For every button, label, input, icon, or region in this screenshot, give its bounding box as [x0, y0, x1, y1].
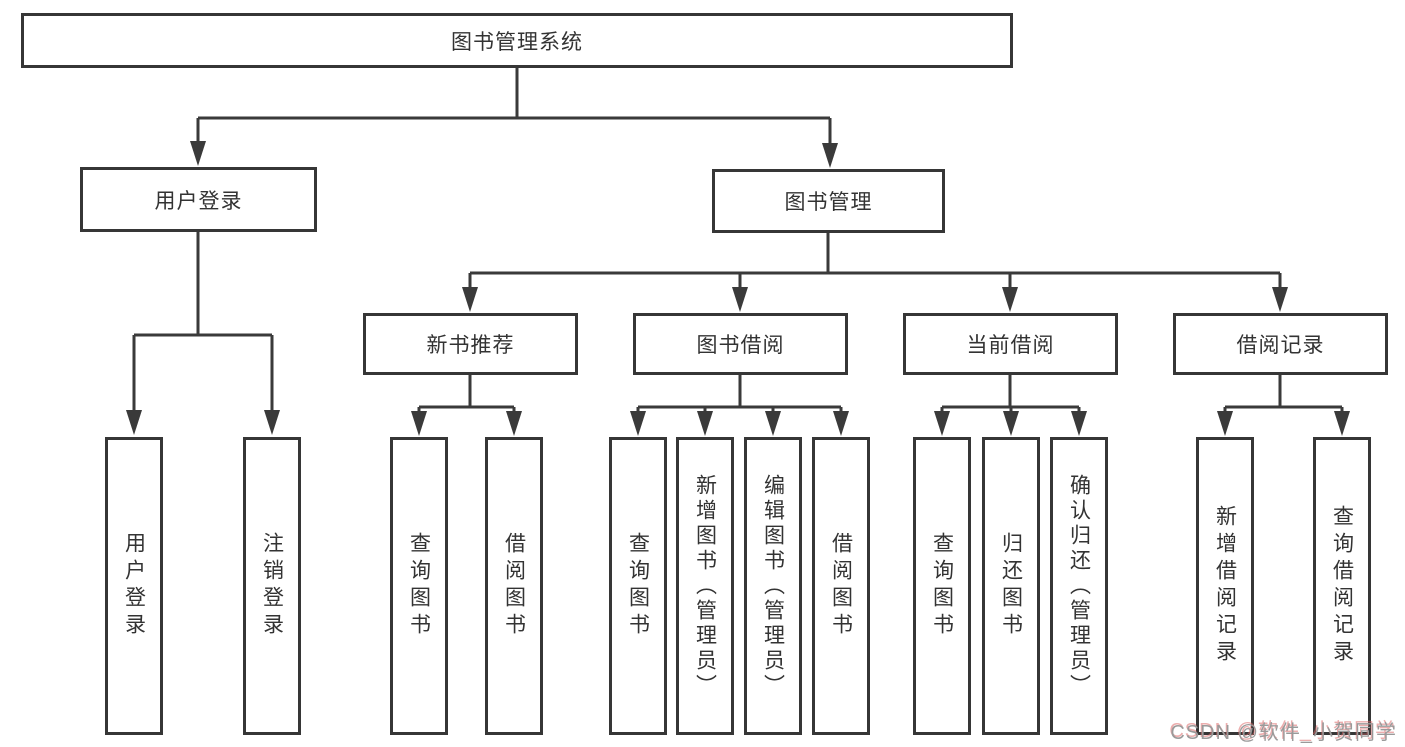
leaf-newbook-borrow: 借阅图书	[485, 437, 543, 735]
leaf-newbook-query: 查询图书	[390, 437, 448, 735]
leaf-user-login: 用户登录	[105, 437, 163, 735]
node-user-login: 用户登录	[80, 167, 317, 232]
leaf-borrow-book: 借阅图书	[812, 437, 870, 735]
node-borrow-record: 借阅记录	[1173, 313, 1388, 375]
node-book-borrow: 图书借阅	[633, 313, 848, 375]
csdn-watermark: CSDN @软件_小贺同学	[1170, 722, 1397, 744]
node-new-book-recommend: 新书推荐	[363, 313, 578, 375]
leaf-current-query: 查询图书	[913, 437, 971, 735]
node-root: 图书管理系统	[21, 13, 1013, 68]
leaf-current-return: 归还图书	[982, 437, 1040, 735]
leaf-borrow-query: 查询图书	[609, 437, 667, 735]
leaf-logout: 注销登录	[243, 437, 301, 735]
leaf-record-add: 新增借阅记录	[1196, 437, 1254, 735]
node-current-borrow: 当前借阅	[903, 313, 1118, 375]
leaf-current-confirm-admin: 确认归还（管理员）	[1050, 437, 1108, 735]
leaf-borrow-edit-admin: 编辑图书（管理员）	[744, 437, 802, 735]
leaf-borrow-add-admin: 新增图书（管理员）	[676, 437, 734, 735]
node-book-management: 图书管理	[712, 169, 945, 233]
leaf-record-query: 查询借阅记录	[1313, 437, 1371, 735]
